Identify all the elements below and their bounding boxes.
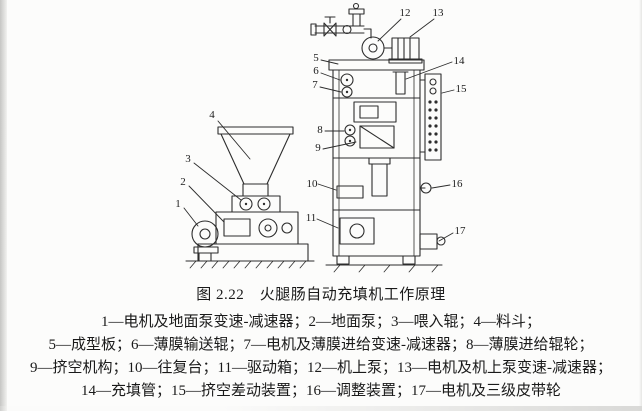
- machine-frame: [325, 59, 443, 273]
- leader-line-14: [405, 61, 453, 80]
- callout-14: 14: [454, 55, 466, 67]
- left-machine: [183, 120, 315, 269]
- leader-line-9: [322, 141, 357, 150]
- right-machine: [310, 2, 455, 273]
- callout-9: 9: [315, 142, 321, 154]
- machine-diagram: 1 2 3 4 5 6 7 8 9 10 11 12 13 14 15 16 1…: [175, 2, 467, 273]
- film-feed-rollers: [344, 124, 356, 147]
- legend-line-4: 14—充填管；15—挤空差动装置；16—调整装置；17—电机及三级皮带轮: [80, 383, 561, 399]
- callout-16: 16: [452, 178, 464, 190]
- leader-line-3: [193, 162, 242, 201]
- leader-line-7: [319, 86, 342, 93]
- hopper: [217, 126, 294, 185]
- page-edge-right: [639, 0, 642, 411]
- callout-13: 13: [433, 7, 445, 19]
- leader-line-4: [217, 120, 251, 160]
- legend-line-2: 5—成型板；6—薄膜输送辊；7—电机及薄膜进给变速-减速器；8—薄膜进给辊轮；: [48, 337, 594, 353]
- right-ground-hatching: [333, 264, 439, 273]
- center-tube: [368, 157, 391, 197]
- page-edge-left: [0, 0, 7, 411]
- forming-plate: [328, 59, 425, 71]
- leader-line-6: [320, 72, 341, 81]
- belt-pulley-motor: [419, 233, 446, 250]
- film-transport-rollers: [340, 73, 354, 98]
- callout-8: 8: [317, 124, 323, 136]
- callout-1: 1: [175, 198, 181, 210]
- frame-interior: [332, 97, 421, 211]
- leader-line-12: [377, 18, 402, 42]
- leader-line-15: [441, 89, 455, 94]
- top-motor: [388, 37, 423, 64]
- callout-7: 7: [312, 79, 318, 91]
- callout-4: 4: [209, 109, 215, 121]
- top-pump: [361, 36, 393, 60]
- leader-line-1: [183, 207, 199, 227]
- filling-tube: [392, 71, 409, 95]
- figure-legend: 1—电机及地面泵变速-减速器；2—地面泵；3—喂入辊；4—料斗； 5—成型板；6…: [0, 311, 642, 403]
- squeezing-mechanism: [359, 125, 395, 149]
- drive-box: [339, 217, 375, 245]
- page-edge-bottom: [0, 406, 642, 411]
- callout-17: 17: [455, 225, 467, 237]
- adjusting-device: [419, 182, 432, 194]
- ground-hatching: [189, 260, 307, 269]
- callout-15: 15: [456, 83, 468, 95]
- right-leader-lines: [316, 18, 455, 242]
- figure-caption: 图 2.22 火腿肠自动充填机工作原理: [196, 287, 446, 303]
- ground-pump-body: [215, 211, 299, 245]
- callout-2: 2: [180, 176, 186, 188]
- callout-12: 12: [400, 7, 411, 19]
- pipe-assembly: [310, 2, 372, 39]
- leader-line-17: [438, 232, 454, 242]
- leader-line-10: [317, 183, 337, 191]
- leader-line-13: [409, 18, 435, 38]
- callout-3: 3: [185, 153, 191, 165]
- leader-line-2: [188, 185, 225, 223]
- leader-line-11: [316, 218, 339, 229]
- callout-6: 6: [313, 65, 319, 77]
- reciprocating-table: [336, 185, 364, 199]
- valve-icon: [323, 22, 337, 37]
- figure-caption-row: 图 2.22 火腿肠自动充填机工作原理: [0, 283, 642, 304]
- panel-buttons: [244, 78, 438, 206]
- leader-line-5: [320, 59, 339, 65]
- legend-line-3: 9—挤空机构；10—往复台；11—驱动箱；12—机上泵；13—电机及机上泵变速-…: [30, 360, 612, 376]
- legend-line-1: 1—电机及地面泵变速-减速器；2—地面泵；3—喂入辊；4—料斗；: [101, 314, 541, 330]
- left-leader-lines: [183, 120, 251, 227]
- leader-line-16: [431, 184, 451, 189]
- control-panel: [419, 73, 442, 161]
- callout-10: 10: [307, 178, 319, 190]
- callout-5: 5: [313, 52, 319, 64]
- hopper-neck: [242, 183, 269, 197]
- motor-reducer: [191, 220, 219, 262]
- callout-numbers: 1 2 3 4 5 6 7 8 9 10 11 12 13 14 15 16 1…: [175, 7, 467, 237]
- machine-line-art: [183, 2, 455, 273]
- callout-11: 11: [306, 212, 317, 224]
